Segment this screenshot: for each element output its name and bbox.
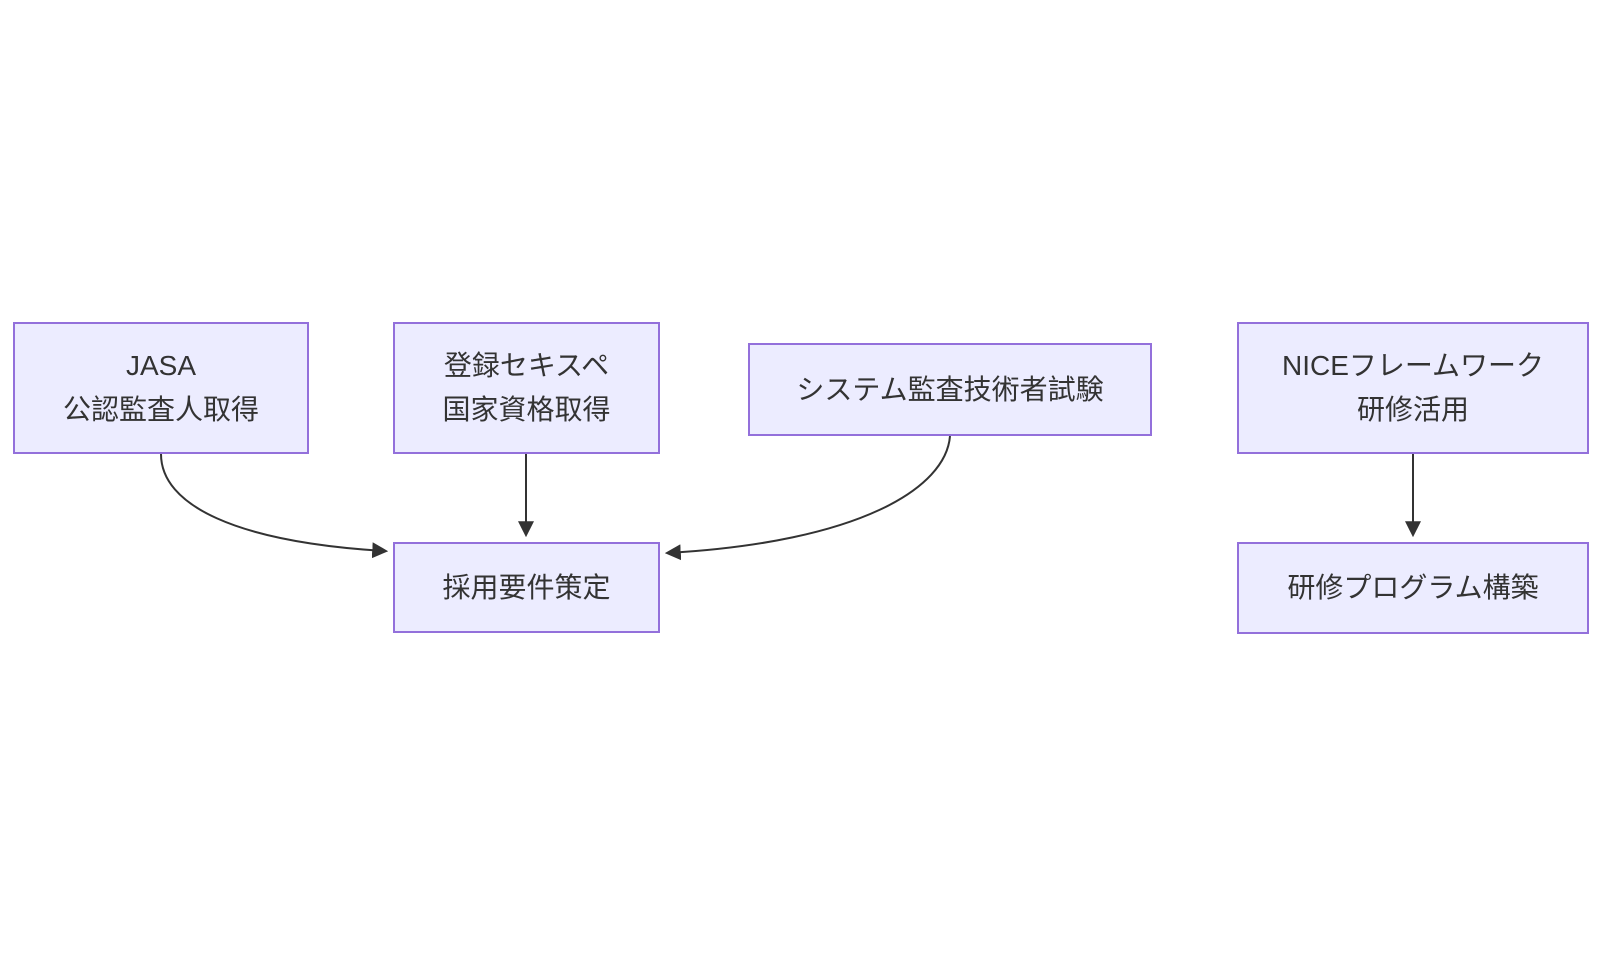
- node-system-audit-exam: システム監査技術者試験: [748, 343, 1152, 436]
- node-nice-framework: NICEフレームワーク 研修活用: [1237, 322, 1589, 454]
- edge-jasa-to-hiring-arrow: [160, 453, 389, 559]
- node-hiring-requirements: 採用要件策定: [393, 542, 660, 633]
- node-system-audit-exam-label: システム監査技術者試験: [796, 373, 1104, 405]
- node-sekispe-cert: 登録セキスペ 国家資格取得: [393, 322, 660, 454]
- node-sekispe-cert-label: 登録セキスペ 国家資格取得: [442, 350, 611, 425]
- node-training-program-label: 研修プログラム構築: [1287, 572, 1539, 603]
- node-jasa-cert-label: JASA 公認監査人取得: [62, 350, 259, 425]
- node-hiring-requirements-label: 採用要件策定: [442, 571, 611, 603]
- node-training-program: 研修プログラム構築: [1237, 542, 1589, 634]
- node-nice-framework-label: NICEフレームワーク 研修活用: [1281, 350, 1545, 425]
- edge-exam-to-hiring-arrow: [664, 435, 951, 561]
- node-jasa-cert: JASA 公認監査人取得: [13, 322, 309, 454]
